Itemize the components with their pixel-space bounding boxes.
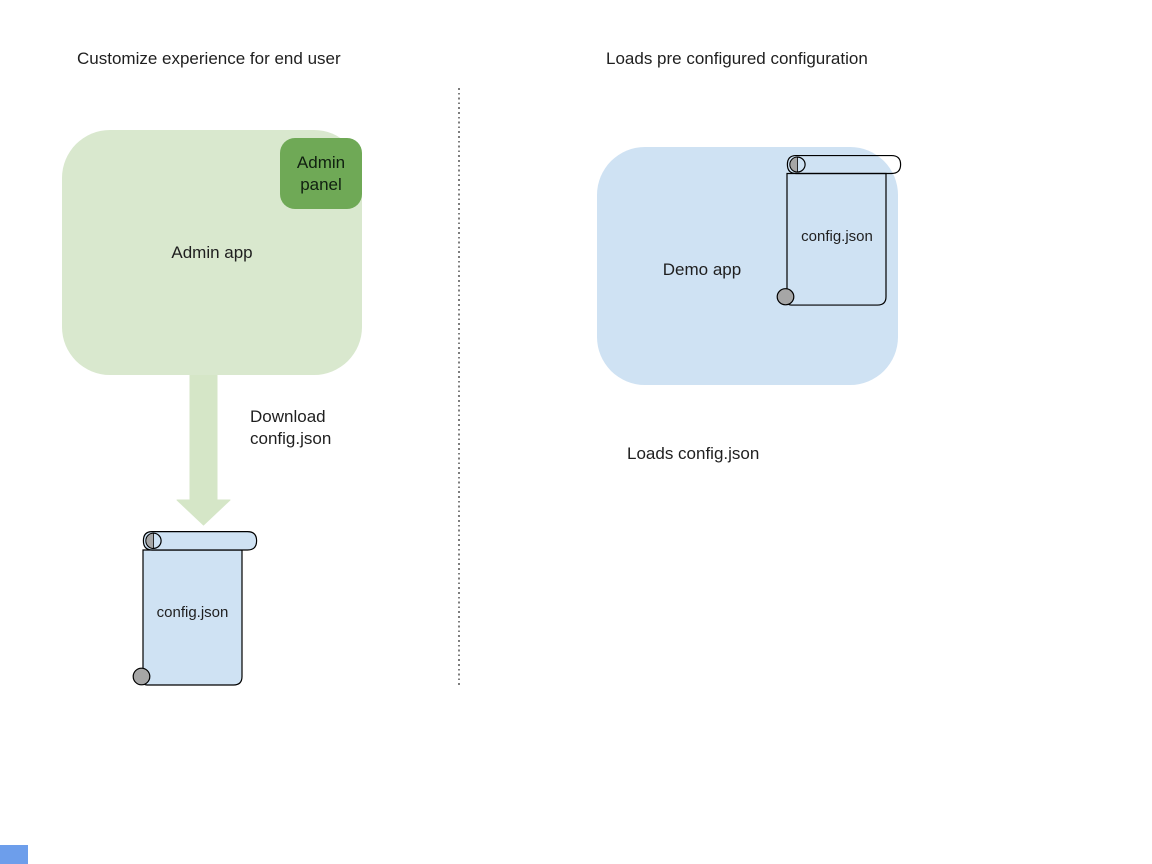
right-config-json-label: config.json [801,228,873,245]
loads-config-caption: Loads config.json [627,444,760,463]
right-section-title: Loads pre configured configuration [606,49,868,68]
admin-app-label: Admin app [171,242,253,262]
demo-app-label: Demo app [662,260,742,279]
left-config-json-label: config.json [156,604,229,621]
admin-app-box: Admin app Admin panel [62,130,362,375]
admin-panel-label: Admin panel [296,152,346,194]
download-arrow-icon [176,375,231,526]
config-json-scroll-icon [132,531,258,686]
demo-app-box: Demo app [597,147,898,385]
config-json-scroll-icon [776,155,902,306]
download-arrow-caption: Download config.json [250,407,332,448]
corner-accent-rectangle [0,845,28,864]
admin-panel-badge: Admin panel [280,138,362,209]
left-section-title: Customize experience for end user [77,49,341,68]
section-divider [458,88,460,686]
